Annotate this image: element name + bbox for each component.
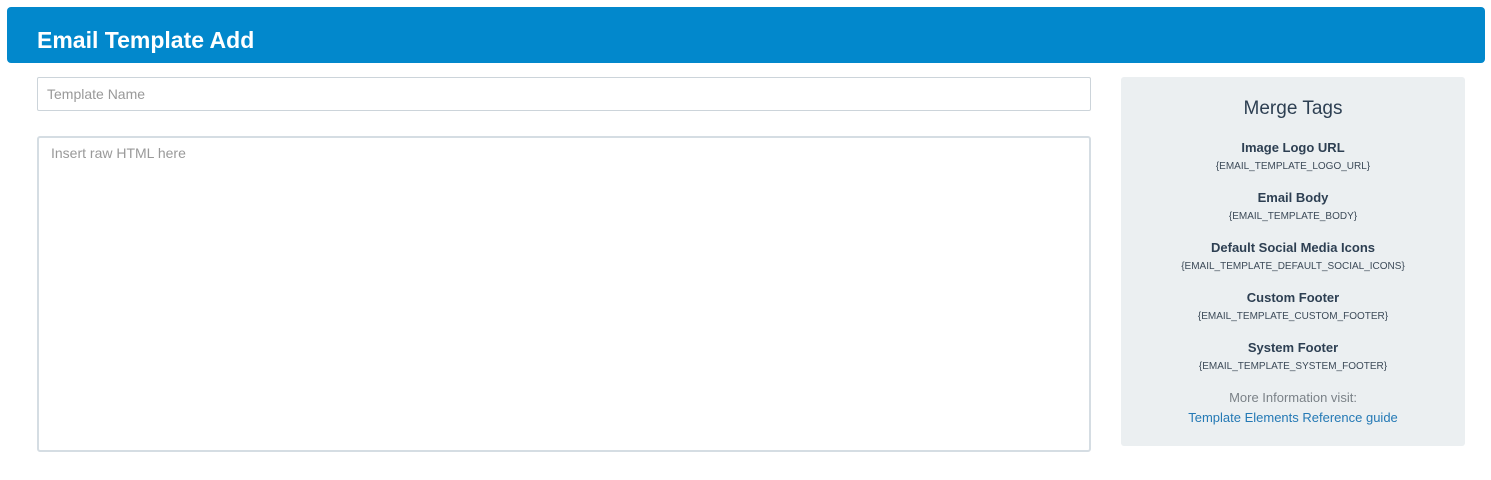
html-content-textarea[interactable]	[37, 136, 1091, 452]
merge-tag-code: {EMAIL_TEMPLATE_SYSTEM_FOOTER}	[1198, 361, 1388, 372]
merge-tag-code: {EMAIL_TEMPLATE_DEFAULT_SOCIAL_ICONS}	[1181, 261, 1405, 272]
page-title: Email Template Add	[37, 27, 255, 53]
merge-tag-label: System Footer	[1247, 340, 1339, 355]
merge-tag-code: {EMAIL_TEMPLATE_BODY}	[1228, 211, 1358, 222]
more-info-text: More Information visit:	[1229, 390, 1357, 405]
merge-tag-label: Email Body	[1257, 190, 1329, 205]
page-header: Email Template Add	[7, 7, 1485, 63]
merge-tag-system-footer: System Footer {EMAIL_TEMPLATE_SYSTEM_FOO…	[1121, 339, 1465, 373]
reference-guide-link[interactable]: Template Elements Reference guide	[1188, 410, 1398, 425]
merge-tag-email-body: Email Body {EMAIL_TEMPLATE_BODY}	[1121, 189, 1465, 223]
merge-tag-label: Default Social Media Icons	[1211, 240, 1375, 255]
merge-tag-code: {EMAIL_TEMPLATE_CUSTOM_FOOTER}	[1197, 311, 1389, 322]
merge-tag-label: Custom Footer	[1246, 290, 1340, 305]
merge-tags-panel: Merge Tags Image Logo URL {EMAIL_TEMPLAT…	[1121, 77, 1465, 446]
merge-tag-social-icons: Default Social Media Icons {EMAIL_TEMPLA…	[1121, 239, 1465, 273]
merge-tag-logo-url: Image Logo URL {EMAIL_TEMPLATE_LOGO_URL}	[1121, 139, 1465, 173]
merge-tags-title: Merge Tags	[1243, 98, 1343, 119]
merge-tag-custom-footer: Custom Footer {EMAIL_TEMPLATE_CUSTOM_FOO…	[1121, 289, 1465, 323]
merge-tag-label: Image Logo URL	[1241, 140, 1345, 155]
template-name-input[interactable]	[37, 77, 1091, 111]
merge-tag-code: {EMAIL_TEMPLATE_LOGO_URL}	[1215, 161, 1371, 172]
